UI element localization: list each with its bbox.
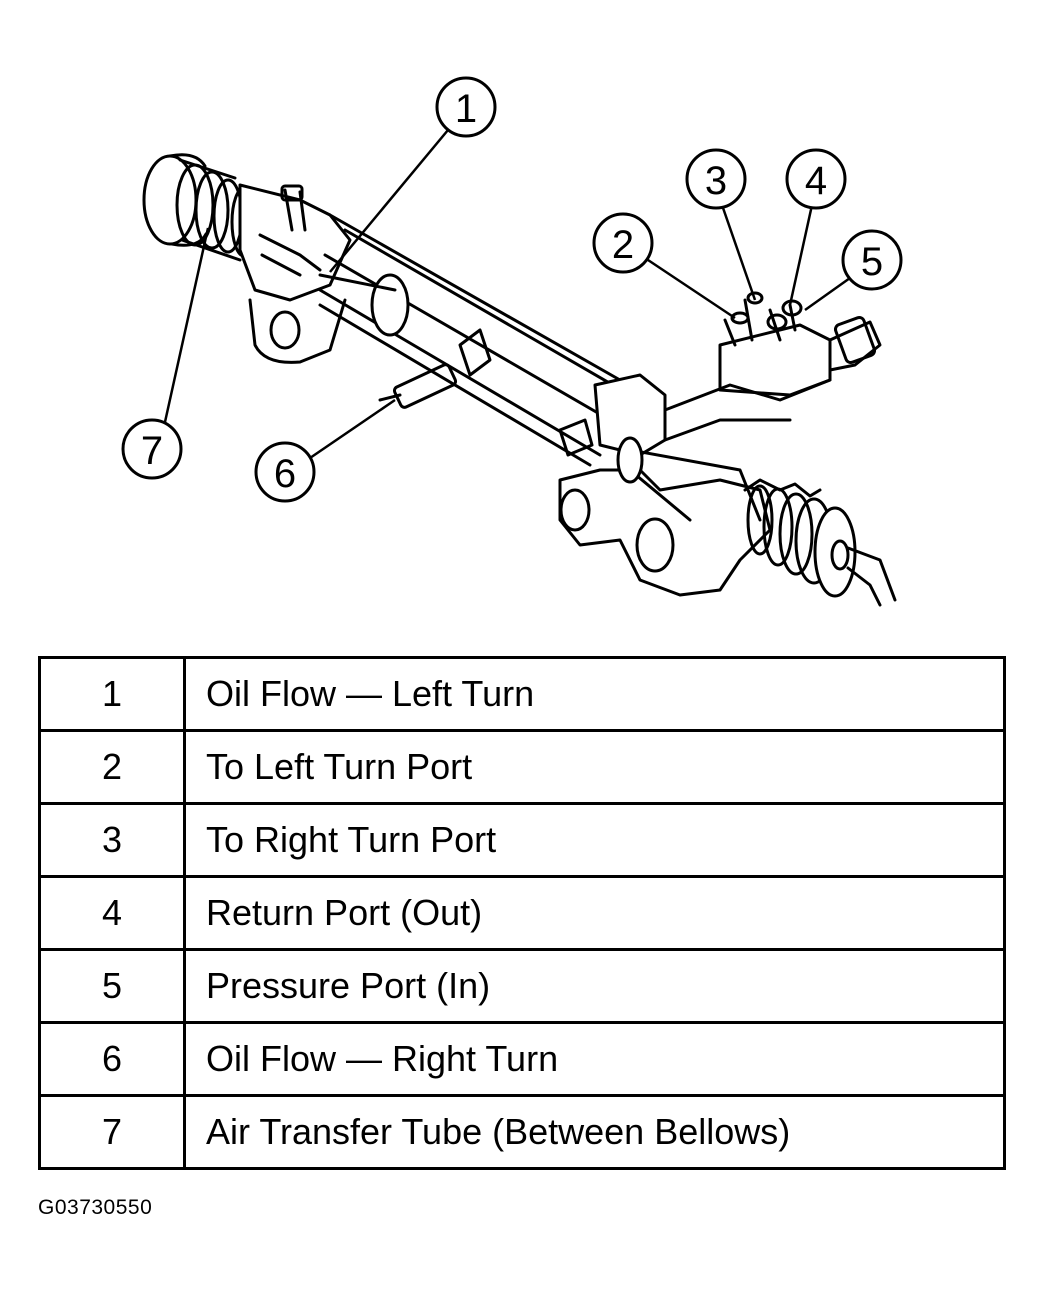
svg-text:6: 6 xyxy=(274,452,296,496)
left-housing xyxy=(238,183,352,364)
rack-tube xyxy=(318,213,627,467)
table-row: 6 Oil Flow — Right Turn xyxy=(38,1021,1006,1097)
legend-number: 1 xyxy=(38,656,186,732)
legend-number: 6 xyxy=(38,1021,186,1097)
leader-line-1 xyxy=(329,129,449,273)
legend-description: Oil Flow — Right Turn xyxy=(183,1021,1006,1097)
figure-id: G03730550 xyxy=(38,1196,153,1219)
svg-text:3: 3 xyxy=(705,159,727,203)
svg-text:7: 7 xyxy=(141,429,163,473)
legend-number: 5 xyxy=(38,948,186,1024)
table-row: 5 Pressure Port (In) xyxy=(38,948,1006,1024)
leader-line-6 xyxy=(309,398,396,460)
legend-description: Return Port (Out) xyxy=(183,875,1006,951)
table-row: 4 Return Port (Out) xyxy=(38,875,1006,951)
legend-description: To Left Turn Port xyxy=(183,729,1006,805)
legend-description: Oil Flow — Left Turn xyxy=(183,656,1006,732)
table-row: 3 To Right Turn Port xyxy=(38,802,1006,878)
table-row: 1 Oil Flow — Left Turn xyxy=(38,656,1006,732)
legend-description: Pressure Port (In) xyxy=(183,948,1006,1024)
callout-circles: 1 2 3 4 5 6 7 xyxy=(121,76,903,503)
legend-number: 4 xyxy=(38,875,186,951)
table-row: 7 Air Transfer Tube (Between Bellows) xyxy=(38,1094,1006,1170)
legend-number: 7 xyxy=(38,1094,186,1170)
right-housing xyxy=(558,436,772,597)
table-row: 2 To Left Turn Port xyxy=(38,729,1006,805)
callout-3: 3 xyxy=(685,148,747,210)
legend-table: 1 Oil Flow — Left Turn 2 To Left Turn Po… xyxy=(38,656,1006,1170)
svg-text:4: 4 xyxy=(805,159,827,203)
svg-text:5: 5 xyxy=(861,240,883,284)
steering-rack-illustration xyxy=(142,153,897,607)
leader-line-7 xyxy=(163,227,210,423)
legend-number: 3 xyxy=(38,802,186,878)
leader-line-5 xyxy=(804,276,851,312)
legend-description: To Right Turn Port xyxy=(183,802,1006,878)
right-bellows xyxy=(743,478,897,607)
legend-number: 2 xyxy=(38,729,186,805)
callout-1: 1 xyxy=(435,76,497,138)
svg-text:1: 1 xyxy=(455,87,477,131)
callout-2: 2 xyxy=(592,212,654,274)
callout-5: 5 xyxy=(841,229,903,291)
callout-4: 4 xyxy=(785,148,847,210)
leader-lines xyxy=(163,129,851,460)
callout-6: 6 xyxy=(254,441,316,503)
svg-text:2: 2 xyxy=(612,223,634,267)
steering-rack-diagram: 1 2 3 4 5 6 7 xyxy=(121,76,903,607)
callout-7: 7 xyxy=(121,418,183,480)
legend-description: Air Transfer Tube (Between Bellows) xyxy=(183,1094,1006,1170)
leader-line-4 xyxy=(788,204,814,306)
leader-line-2 xyxy=(644,256,736,320)
leader-line-3 xyxy=(720,204,757,301)
valve-housing xyxy=(593,291,882,457)
